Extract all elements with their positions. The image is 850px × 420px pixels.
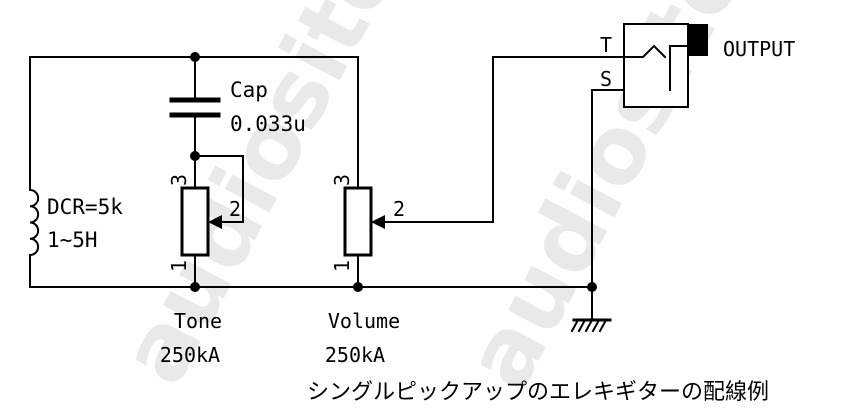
tone-pot-pin2-label: 2 [229,197,241,221]
ground-icon [570,318,612,333]
pickup-inductance-label: 1~5H [47,228,98,252]
output-jack [623,23,708,108]
output-jack-tab [688,24,708,56]
junctions [190,52,597,292]
tone-pot-wiper-arrow [208,215,222,229]
junction-dot [353,282,363,292]
tone-pot-value-label: 250kA [160,343,220,367]
junction-dot [190,282,200,292]
volume-pot-body [343,186,373,257]
wiring [29,56,625,319]
pickup-coil [28,188,40,257]
diagram-caption: シングルピックアップのエレキギターの配線例 [307,380,769,405]
junction-dot [190,52,200,62]
tone-pot-pin3-label: 3 [167,174,191,186]
junction-dot [587,282,597,292]
volume-pot-wiper-arrow [371,215,385,229]
output-jack-contact-icon [623,44,689,91]
watermark-1: audiosite.jp [100,0,482,400]
volume-pot-pin3-label: 3 [330,174,354,186]
tone-pot-name-label: Tone [174,309,222,333]
volume-pot-value-label: 250kA [325,343,385,367]
junction-dot [190,151,200,161]
tone-pot-body [180,186,210,257]
volume-pot-pin1-label: 1 [330,260,354,272]
volume-pot-pin2-label: 2 [393,197,405,221]
pickup-dcr-label: DCR=5k [47,195,123,219]
output-jack-body [623,23,689,108]
output-jack-label: OUTPUT [723,37,795,61]
volume-pot-name-label: Volume [328,309,400,333]
output-jack-sleeve-label: S [600,67,612,91]
capacitor-value-label: 0.033u [230,112,306,136]
capacitor-name-label: Cap [230,78,268,102]
tone-pot-pin1-label: 1 [167,260,191,272]
output-jack-tip-label: T [600,33,612,57]
